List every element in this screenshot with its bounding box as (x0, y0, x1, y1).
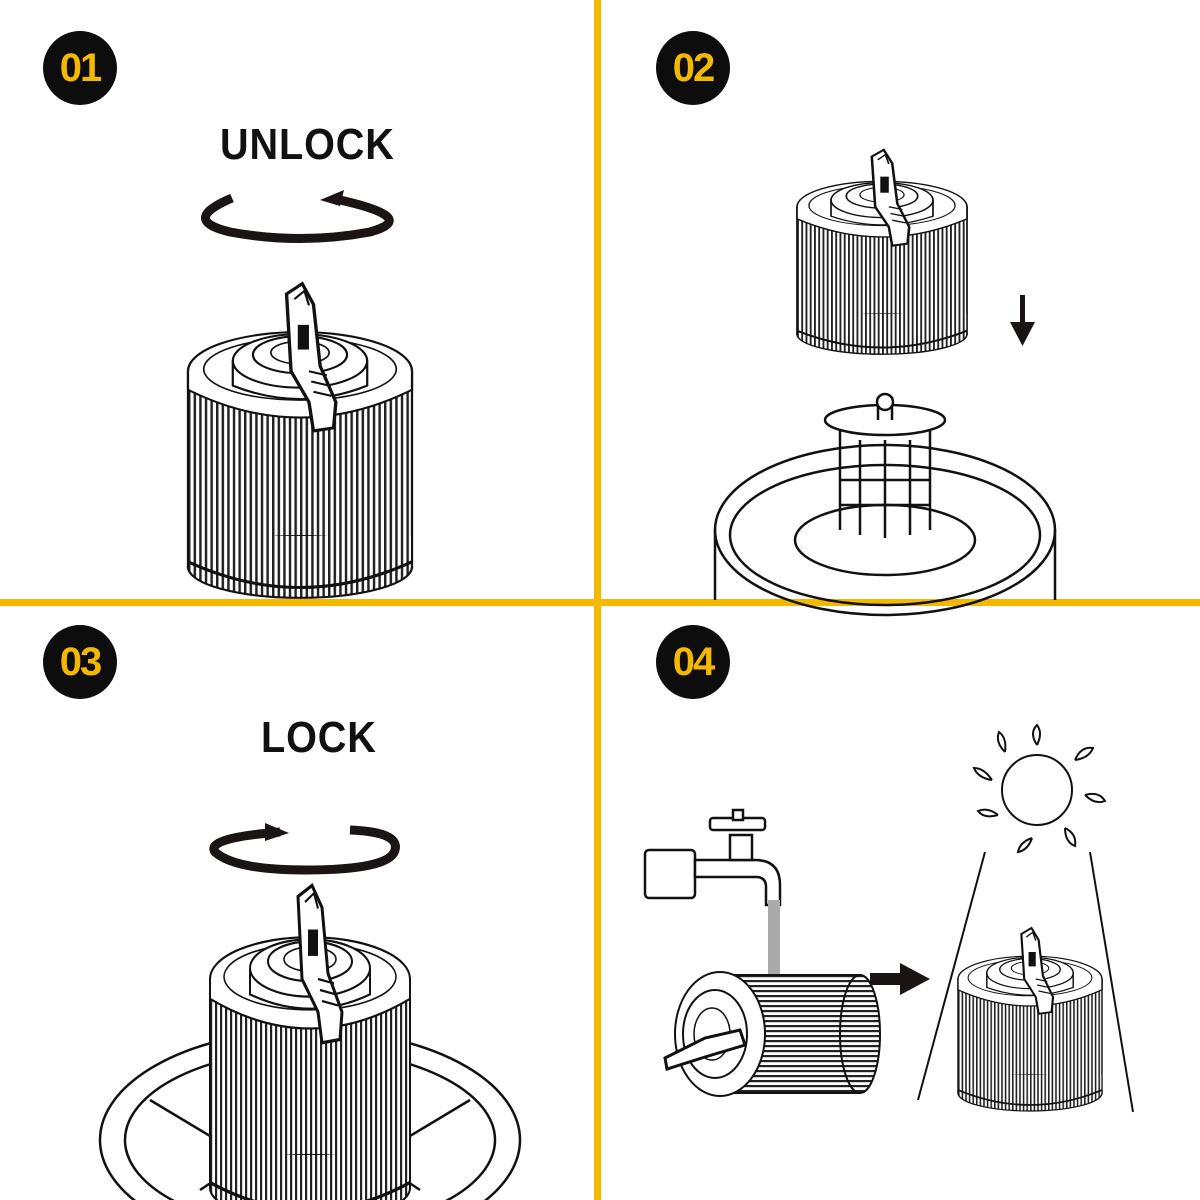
step-badge-04: 04 (656, 625, 730, 699)
step-badge-01: 01 (43, 31, 117, 105)
down-arrow-icon (1010, 295, 1035, 346)
filter-horizontal (663, 971, 881, 1097)
filter-step3 (208, 883, 412, 1200)
step-badge-02: 02 (656, 31, 730, 105)
filter-drying (956, 926, 1104, 1113)
vacuum-base-step2 (713, 392, 1057, 617)
horizontal-divider (0, 599, 1200, 606)
lock-label: LOCK (261, 713, 377, 762)
unlock-label: UNLOCK (220, 120, 395, 169)
step-badge-03: 03 (43, 625, 117, 699)
filter-step1 (186, 281, 414, 600)
lock-arrow-icon (209, 823, 400, 875)
faucet-icon (643, 808, 782, 980)
filter-step2 (795, 148, 969, 356)
right-arrow-icon (870, 963, 930, 995)
unlock-arrow-icon (201, 190, 394, 243)
sun-icon (917, 723, 1134, 1113)
